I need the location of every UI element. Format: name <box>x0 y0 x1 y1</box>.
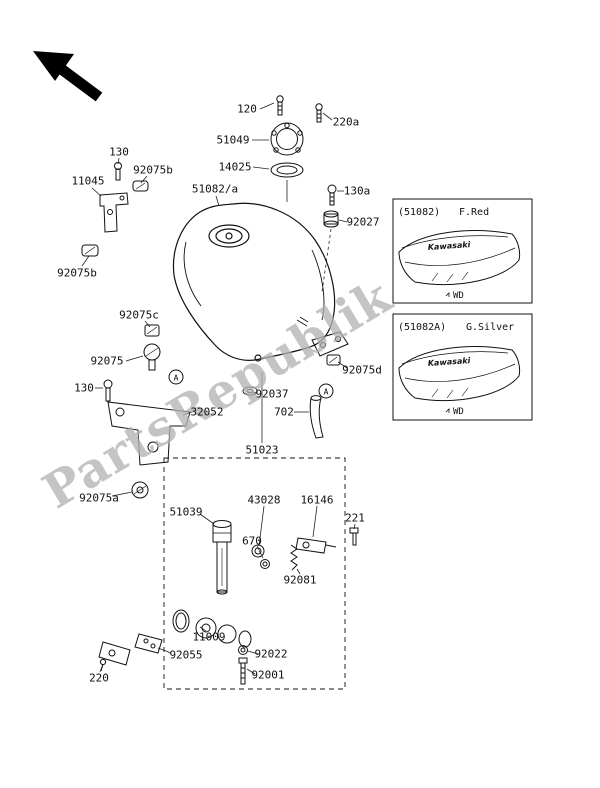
part-label-120: 120 <box>237 102 257 116</box>
panel2-brand-logo: Kawasaki <box>428 356 471 368</box>
petcock-assembly <box>98 457 359 690</box>
front-bracket-parts <box>81 162 149 257</box>
part-label-130: 130 <box>109 145 129 159</box>
part-label-92022: 92022 <box>254 647 288 661</box>
panel2-color: G.Silver <box>466 322 514 333</box>
part-label-51039: 51039 <box>169 505 203 519</box>
part-label-43028: 43028 <box>247 493 281 507</box>
rear-stay-parts <box>103 324 191 499</box>
fuel-cap-assembly <box>270 95 323 178</box>
part-label-92075c: 92075c <box>119 308 159 322</box>
part-label-670: 670 <box>242 534 262 548</box>
part-label-51049: 51049 <box>216 133 250 147</box>
part-label-702: 702 <box>274 405 294 419</box>
marker-a-1: A <box>174 374 179 383</box>
direction-arrow-icon <box>33 51 103 102</box>
part-label-92037: 92037 <box>255 387 289 401</box>
panel1-wd-label: WD <box>453 291 464 301</box>
panel2-wd-label: WD <box>453 407 464 417</box>
fuel-tank-drawing <box>172 202 349 362</box>
reference-markers: A A <box>168 369 334 399</box>
part-label-11009: 11009 <box>192 630 226 644</box>
part-label-92081: 92081 <box>283 573 317 587</box>
part-label-11045: 11045 <box>71 174 105 188</box>
color-panel-g-silver: (51082A) G.Silver Kawasaki WD <box>392 313 533 421</box>
panel1-code: (51082) <box>398 207 440 218</box>
part-label-130a: 130a <box>343 184 371 198</box>
part-label-92075d: 92075d <box>342 363 382 377</box>
panel1-brand-logo: Kawasaki <box>428 240 471 252</box>
panel1-color: F.Red <box>459 207 489 218</box>
color-panel-f-red: (51082) F.Red Kawasaki WD <box>392 198 533 304</box>
tank-mount-parts-right <box>323 184 341 366</box>
part-label-51023: 51023 <box>245 443 279 457</box>
part-label-130: 130 <box>74 381 94 395</box>
part-label-220: 220 <box>89 671 109 685</box>
part-label-220a: 220a <box>332 115 360 129</box>
part-label-32052: 32052 <box>190 405 224 419</box>
marker-a-2: A <box>324 388 329 397</box>
part-label-92075b: 92075b <box>57 266 97 280</box>
part-label-92027: 92027 <box>346 215 380 229</box>
part-label-221: 221 <box>345 511 365 525</box>
part-label-92075b: 92075b <box>133 163 173 177</box>
part-label-16146: 16146 <box>300 493 334 507</box>
part-label-92075: 92075 <box>90 354 124 368</box>
part-label-92001: 92001 <box>251 668 285 682</box>
part-label-92055: 92055 <box>169 648 203 662</box>
part-label-14025: 14025 <box>218 160 252 174</box>
drain-tube-parts <box>242 386 324 439</box>
part-label-92075a: 92075a <box>79 491 119 505</box>
part-label-51082a: 51082/a <box>191 182 239 196</box>
panel2-code: (51082A) <box>398 322 446 333</box>
leader-lines <box>81 102 356 675</box>
